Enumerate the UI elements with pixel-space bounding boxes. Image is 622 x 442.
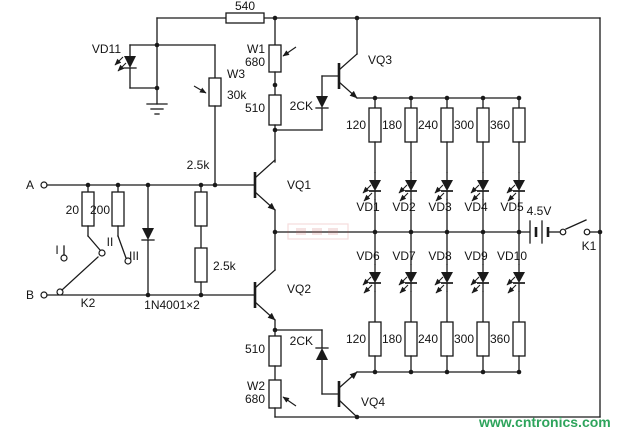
bottom-led-bank: VD6 120 VD7 180 VD8 240 VD9 300 [346, 231, 527, 375]
label-bot-r3: 240 [418, 332, 438, 346]
label-top-r3: 240 [418, 118, 438, 132]
resistor-510-bottom: 510 [245, 335, 282, 381]
label-k1: K1 [582, 239, 597, 253]
label-vd2: VD2 [392, 200, 416, 214]
middle-rail [272, 229, 530, 235]
label-bot-r2: 180 [382, 332, 402, 346]
label-vq4: VQ4 [361, 395, 385, 409]
transistor-vq1: VQ1 [253, 159, 311, 233]
bottom-rail [274, 414, 601, 420]
label-bot-r5: 360 [490, 332, 510, 346]
top-led-bank: 120 VD1 180 VD2 240 VD3 300 VD4 [346, 95, 525, 233]
battery-4v5: 4.5V [527, 204, 561, 244]
label-2ck-bottom: 2CK [290, 334, 313, 348]
switch-k1: K1 [559, 219, 601, 253]
label-r20: 20 [66, 203, 80, 217]
terminal-a: A [26, 178, 256, 192]
label-bot-r1: 120 [346, 332, 366, 346]
label-w3-value: 30k [227, 88, 247, 102]
ground-symbol [146, 103, 168, 115]
label-vq1: VQ1 [287, 178, 311, 192]
label-pos-i: I [55, 243, 58, 257]
label-bot-r4: 300 [454, 332, 474, 346]
diode-1n4001: 1N4001×2 [141, 184, 200, 312]
label-vq2: VQ2 [287, 282, 311, 296]
label-pos-iii: III [129, 249, 139, 263]
label-r540: 540 [235, 0, 255, 13]
label-r510-bottom: 510 [245, 342, 265, 356]
label-w2-value: 680 [245, 392, 265, 406]
label-vd7: VD7 [392, 249, 416, 263]
label-top-r1: 120 [346, 118, 366, 132]
top-rail [156, 15, 601, 21]
resistor-510-top: 510 [245, 71, 282, 163]
label-vd3: VD3 [428, 200, 452, 214]
transistor-vq3: VQ3 [337, 17, 392, 99]
label-2k5-upper: 2.5k [187, 158, 211, 172]
label-k2: K2 [81, 296, 96, 310]
label-terminal-a: A [26, 178, 34, 192]
potentiometer-w1: W1 680 [245, 17, 297, 73]
label-vq3: VQ3 [368, 53, 392, 67]
resistor-20: 20 [66, 184, 101, 251]
label-2k5-lower: 2.5k [213, 259, 237, 273]
label-vd9: VD9 [464, 249, 488, 263]
watermark-site: www.cntronics.com [478, 414, 611, 430]
label-w1-value: 680 [245, 55, 265, 69]
divider-2k5: 2.5k 2.5k [187, 158, 237, 296]
label-w3: W3 [227, 67, 245, 81]
diode-2ck-bottom: 2CK [274, 329, 340, 395]
label-vd6: VD6 [356, 249, 380, 263]
led-vd11: VD11 [92, 42, 158, 89]
resistor-540: 540 [225, 0, 265, 24]
label-battery: 4.5V [527, 204, 552, 218]
label-r200: 200 [90, 203, 110, 217]
diode-2ck-top: 2CK [274, 75, 340, 131]
label-top-r4: 300 [454, 118, 474, 132]
label-r510-top: 510 [245, 101, 265, 115]
label-1n4001: 1N4001×2 [144, 298, 200, 312]
potentiometer-w3: W3 30k [156, 44, 247, 186]
label-pos-ii: II [107, 235, 114, 249]
label-vd10: VD10 [497, 249, 527, 263]
resistor-200: 200 [90, 184, 127, 259]
label-top-r2: 180 [382, 118, 402, 132]
label-vd4: VD4 [464, 200, 488, 214]
potentiometer-w2: W2 680 [245, 379, 297, 418]
label-vd11: VD11 [92, 42, 121, 56]
label-top-r5: 360 [490, 118, 510, 132]
label-w1: W1 [247, 42, 265, 56]
label-terminal-b: B [26, 288, 34, 302]
label-2ck-top: 2CK [290, 99, 313, 113]
transistor-vq4: VQ4 [337, 371, 385, 418]
transistor-vq2: VQ2 [253, 231, 311, 337]
right-rail [597, 17, 603, 418]
label-w2: W2 [247, 379, 265, 393]
label-vd5: VD5 [500, 200, 524, 214]
watermark-center [287, 223, 349, 240]
left-branch [154, 17, 160, 105]
label-vd8: VD8 [428, 249, 452, 263]
selector-switch-k2: I II III K2 [55, 235, 139, 310]
label-vd1: VD1 [356, 200, 380, 214]
